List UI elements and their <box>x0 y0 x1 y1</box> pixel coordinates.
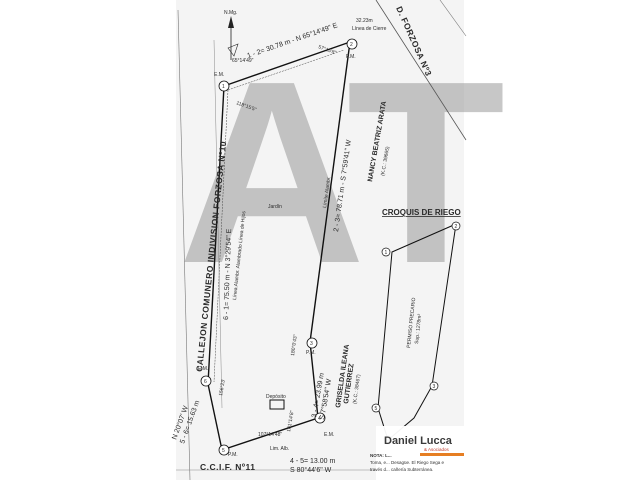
angle-4b: 101°14'8" <box>286 410 296 432</box>
em-label-4: E.M. <box>324 432 334 438</box>
point-3: 3 <box>306 337 318 349</box>
croquis-label-2: Sup.: 1278m² <box>414 313 423 344</box>
fence-top-label: Línea de Cierre <box>352 26 387 32</box>
watermark: AT <box>178 28 505 318</box>
segment-4-5-label-b: S 80°44'6" W <box>290 466 332 474</box>
point-6: 6 <box>200 375 212 387</box>
street-edge-left-inner <box>213 39 223 409</box>
croquis-title: CROQUIS DE RIEGO <box>382 208 461 217</box>
svg-text:3: 3 <box>310 341 313 347</box>
svg-text:6: 6 <box>204 379 207 385</box>
point-4: 4 <box>314 412 326 424</box>
neighbor-lower-kc: (K.C.: 38467) <box>352 374 362 405</box>
svg-text:1: 1 <box>222 84 225 90</box>
croquis-label-1: PERMISO PRECARIO <box>406 297 417 348</box>
svg-text:2: 2 <box>455 224 458 230</box>
em-label-6: E.M. <box>198 366 208 372</box>
point-2: 2 <box>346 38 358 50</box>
croquis-point-3: 3 <box>429 381 439 391</box>
pm-label-5: P.M. <box>228 452 238 458</box>
deposito-label: Depósito <box>266 394 286 400</box>
segment-4-5-label-a: 4 - 5= 13.00 m <box>290 458 336 465</box>
note-line-3: través d... cañería Subterránea. <box>370 467 433 472</box>
angle-3: 180°0'43" <box>290 334 299 356</box>
pm-label-2: P.M. <box>346 54 356 60</box>
brand-sub: & Asociados <box>424 447 450 452</box>
em-label-1: E.M. <box>214 72 224 78</box>
fence-line-top <box>227 49 345 91</box>
svg-text:3: 3 <box>433 384 436 390</box>
neighbor-right-kc: (K.C.: 39665) <box>380 146 391 177</box>
croquis-point-2: 2 <box>451 221 461 231</box>
jardin-label: Jardín <box>268 204 282 210</box>
svg-text:2: 2 <box>350 42 353 48</box>
plan-sheet <box>176 0 464 480</box>
point-5: 5 <box>218 444 230 456</box>
svg-text:5: 5 <box>375 406 378 412</box>
angle-1: 65°14'49" <box>232 58 254 64</box>
angle-6: 156°23' <box>218 379 227 397</box>
croquis-point-1: 1 <box>381 247 391 257</box>
street-bottom-name: C.C.I.F. Nº11 <box>200 462 255 472</box>
street-edge-left <box>177 9 191 480</box>
fence-top-measure: 32.23m <box>356 18 373 24</box>
svg-text:1: 1 <box>385 250 388 256</box>
fence-line-left <box>213 89 229 383</box>
lim-alb-label: Lim. Alb. <box>270 446 289 452</box>
svg-text:5: 5 <box>222 448 225 454</box>
angle-4: 107°14'48" <box>258 432 282 438</box>
north-arrow-head-icon <box>228 16 234 28</box>
right-line-label: Límite Alambr. <box>322 176 332 208</box>
point-1: 1 <box>218 80 230 92</box>
deposito-shape <box>269 399 285 410</box>
street-edge-top-right-inner <box>439 0 467 37</box>
north-label: N.Mg. <box>224 10 237 16</box>
svg-text:4: 4 <box>318 416 321 422</box>
street-edge-top-right <box>375 0 467 141</box>
note-line-2: Toma, e... Desagüe. El Riego Sega e <box>370 460 445 465</box>
brand-name: Daniel Lucca <box>384 435 453 447</box>
croquis-point-5: 5 <box>371 403 381 413</box>
segment-6-1-label: 6 - 1= 75.50 m - N 3°29'54" E <box>222 228 233 320</box>
pm-label-3: P.M. <box>306 350 316 356</box>
top-marker-icon <box>227 43 239 57</box>
brand-bar <box>420 453 464 456</box>
note-line-1: NOTA: L... <box>370 453 392 458</box>
